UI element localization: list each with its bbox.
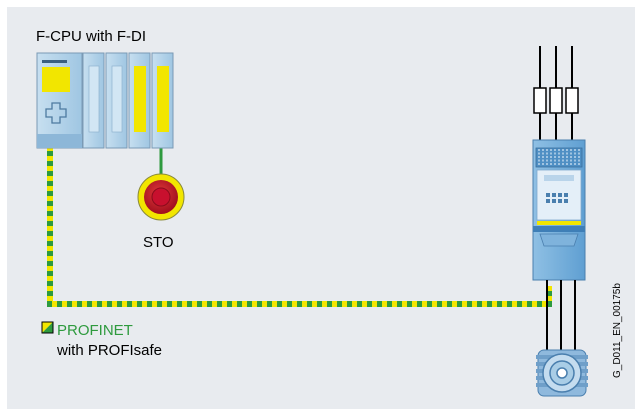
frequency-converter-icon <box>532 139 586 281</box>
fuse-icon <box>533 46 579 140</box>
f-cpu-icon <box>36 52 83 149</box>
motor-icon <box>536 349 588 397</box>
emergency-stop-icon <box>137 173 185 221</box>
profisafe-label: with PROFIsafe <box>57 342 163 359</box>
profinet-label: PROFINET <box>57 322 133 339</box>
profinet-cable <box>47 146 552 307</box>
cpu-title: F-CPU with F-DI <box>36 28 146 45</box>
profinet-legend-icon <box>41 321 54 334</box>
document-id: G_D011_EN_00175b <box>612 283 623 378</box>
motor-cables <box>546 280 576 352</box>
f-di-module-icon <box>82 52 174 149</box>
sto-label: STO <box>143 234 174 251</box>
